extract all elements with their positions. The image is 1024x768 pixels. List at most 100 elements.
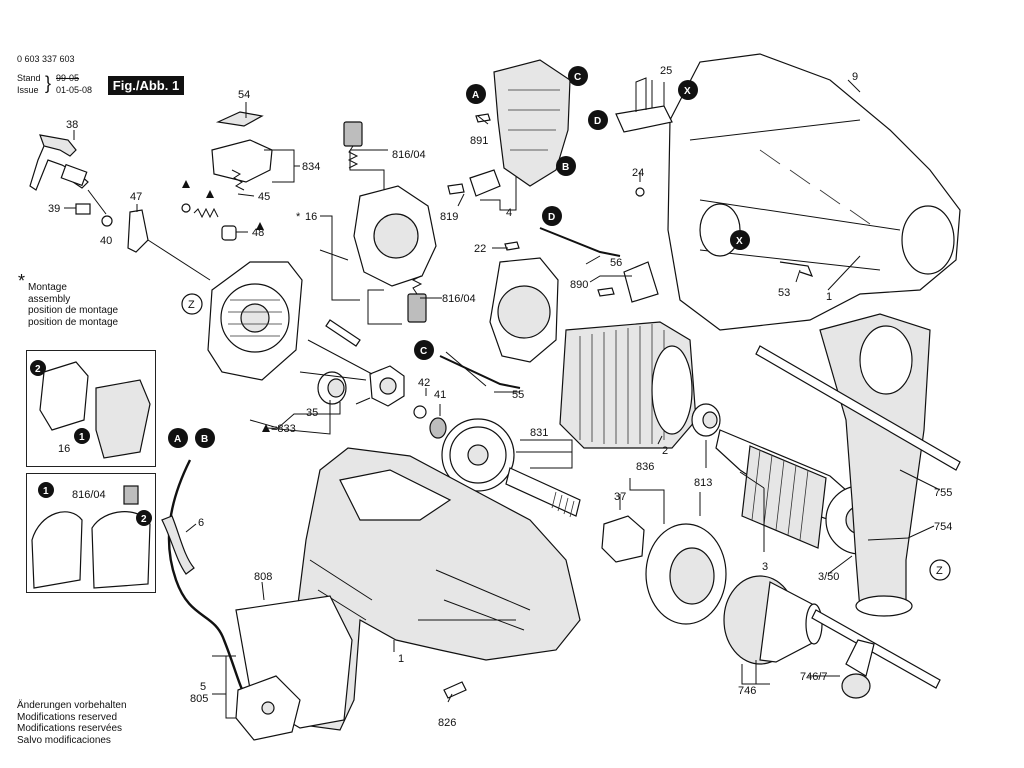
label-836: 836 (636, 461, 654, 473)
step-2-icon: 2 (136, 510, 152, 526)
issue-label: Issue (17, 85, 39, 95)
marker-A-icon: A (168, 428, 188, 448)
svg-text:1: 1 (79, 432, 85, 443)
label-6: 6 (198, 517, 204, 529)
marker-triangle-icon (262, 424, 270, 432)
carbon-brush-part (407, 275, 427, 323)
cable-clamp-part (127, 209, 149, 253)
marker-triangle-icon (256, 222, 264, 230)
armature-bearing-part (691, 403, 721, 437)
guide-pin-part (325, 319, 361, 347)
auxiliary-handle-part (819, 313, 931, 617)
label-9: 9 (852, 71, 858, 83)
brush-holder-plate-part (353, 185, 437, 287)
washer-part (101, 215, 113, 227)
label-808: 808 (254, 571, 272, 583)
marker-B-icon: B (195, 428, 215, 448)
marker-triangle-icon (206, 190, 214, 198)
svg-text:2: 2 (35, 364, 41, 375)
switch-connector-part (469, 169, 501, 197)
marker-D-icon: D (588, 110, 608, 130)
label-816-04-top: 816/04 (392, 149, 426, 161)
label-42: 42 (418, 377, 430, 389)
label-16: 16 (305, 211, 317, 223)
marker-C-icon: C (414, 340, 434, 360)
label-891: 891 (470, 135, 488, 147)
label-805: 805 (190, 693, 208, 705)
label-816-04-inset: 816/04 (72, 489, 106, 501)
label-35: 35 (306, 407, 318, 419)
label-3-50: 3/50 (818, 571, 839, 583)
label-25: 25 (660, 65, 672, 77)
label-39: 39 (48, 203, 60, 215)
label-746: 746 (738, 685, 756, 697)
housing-shell-part (667, 53, 961, 331)
svg-text:Z: Z (936, 565, 943, 577)
field-stator-part (559, 321, 697, 449)
label-819: 819 (440, 211, 458, 223)
carbon-brush-part (343, 121, 363, 169)
label-1-bottom: 1 (398, 653, 404, 665)
label-55: 55 (512, 389, 524, 401)
svg-text:Z: Z (188, 299, 195, 311)
asterisk-icon: * (18, 271, 26, 291)
drive-gear-part (441, 418, 581, 518)
label-40: 40 (100, 235, 112, 247)
small-pinion-part (429, 417, 447, 439)
figure-label: Fig./Abb. 1 (108, 76, 184, 95)
step-1-icon: 1 (74, 428, 90, 444)
legend-line-4: position de montage (28, 316, 119, 328)
label-38: 38 (66, 119, 78, 131)
gear-housing-cover-part (645, 523, 727, 625)
marker-X-icon: X (730, 230, 750, 250)
svg-text:X: X (736, 236, 743, 247)
screw-part (475, 113, 491, 123)
svg-text:C: C (574, 72, 581, 83)
svg-text:B: B (562, 162, 569, 173)
label-56: 56 (610, 257, 622, 269)
note-en: Modifications reserved (17, 711, 118, 723)
svg-text:1: 1 (43, 486, 49, 497)
label-37: 37 (614, 491, 626, 503)
spring-lock-part (615, 105, 673, 133)
brush-ring-part (489, 257, 559, 363)
marker-X-icon: X (678, 80, 698, 100)
brace-glyph: } (45, 73, 52, 93)
inset-brush-holder-drawing (39, 361, 151, 459)
cable-sleeve-part (161, 515, 195, 575)
label-54: 54 (238, 89, 250, 101)
note-es: Salvo modificaciones (17, 734, 111, 746)
svg-text:B: B (201, 434, 208, 445)
label-16-inset: 16 (58, 443, 70, 455)
part-labels: 38 39 40 47 54 834 45 48 816/04 816/04 *… (48, 65, 952, 729)
marker-A-icon: A (466, 84, 486, 104)
marker-Z-icon: Z (181, 293, 203, 315)
svg-text:X: X (684, 86, 691, 97)
label-890: 890 (570, 279, 588, 291)
spring-clip-part (75, 203, 91, 215)
note-fr: Modifications reservées (17, 723, 123, 734)
stand-label: Stand (17, 73, 41, 83)
label-834: 834 (302, 161, 320, 173)
housing-screw-part (443, 681, 467, 699)
label-813: 813 (694, 477, 712, 489)
bearing-shield-part (207, 261, 303, 381)
marker-B-icon: B (556, 156, 576, 176)
legend-line-1: Montage (28, 282, 67, 293)
svg-text:D: D (594, 116, 601, 127)
label-746-7: 746/7 (800, 671, 828, 683)
label-4: 4 (506, 207, 512, 219)
svg-text:D: D (548, 212, 555, 223)
label-45: 45 (258, 191, 270, 203)
marker-D-icon: D (542, 206, 562, 226)
power-cable (167, 459, 249, 701)
label-53: 53 (778, 287, 790, 299)
gear-nut-part (369, 365, 405, 407)
label-47: 47 (130, 191, 142, 203)
spring-part (779, 261, 814, 277)
part-number: 0 603 337 603 (17, 54, 75, 64)
electronic-module-part (493, 59, 571, 187)
connecting-wire (539, 227, 621, 257)
label-826: 826 (438, 717, 456, 729)
